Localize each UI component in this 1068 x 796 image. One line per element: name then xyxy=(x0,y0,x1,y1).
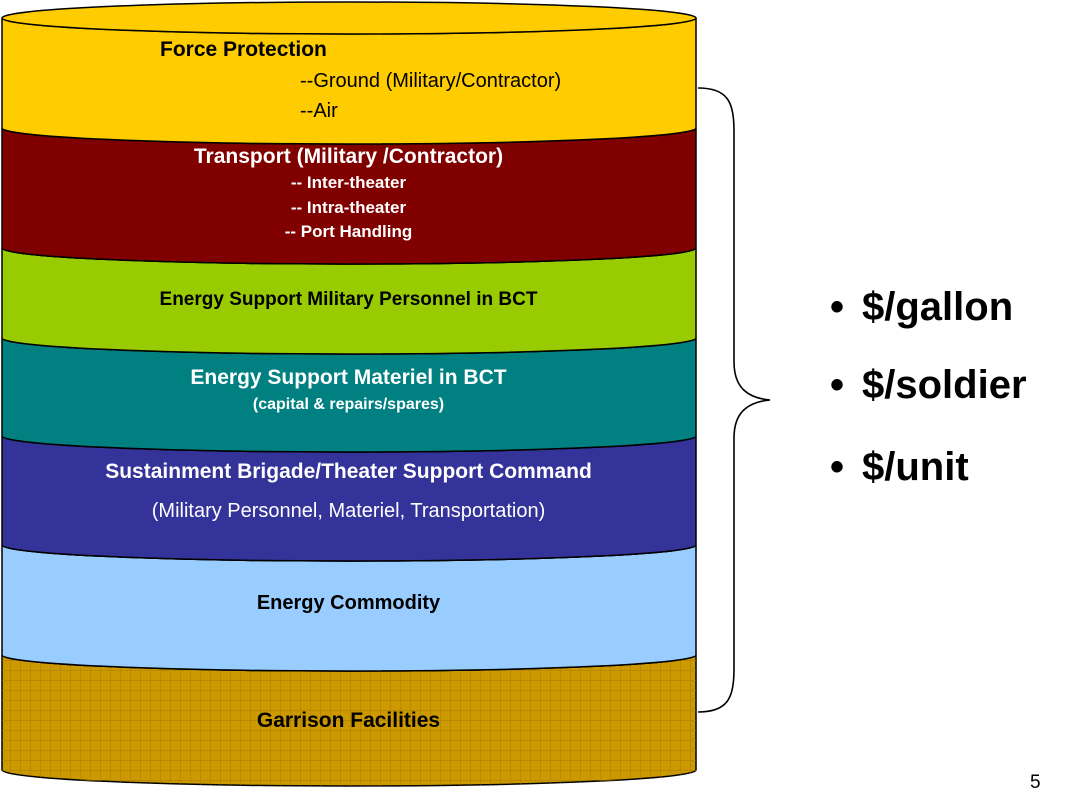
bullet-dot-icon: • xyxy=(830,363,845,407)
energy-commodity-title: Energy Commodity xyxy=(256,592,441,614)
energy-support-materiel-subtitle: (capital & repairs/spares) xyxy=(252,396,445,414)
layer-label-transport: Transport (Military /Contractor) -- Inte… xyxy=(0,145,697,242)
energy-support-materiel-title: Energy Support Materiel in BCT xyxy=(190,366,507,389)
transport-line-intra: -- Intra-theater xyxy=(290,197,407,217)
bullet-dot-icon: • xyxy=(830,445,845,489)
bullet-text-gallon: $/gallon xyxy=(862,285,1014,329)
transport-line-port: -- Port Handling xyxy=(284,222,413,242)
layer-label-garrison: Garrison Facilities xyxy=(0,709,697,733)
page-number: 5 xyxy=(1030,772,1041,793)
layer-label-sustainment: Sustainment Brigade/Theater Support Comm… xyxy=(0,460,697,523)
layer-label-energy-support-personnel: Energy Support Military Personnel in BCT xyxy=(0,289,697,311)
force-protection-line-air: --Air xyxy=(300,100,338,122)
bullet-item: • $/unit xyxy=(830,445,969,490)
bullet-text-unit: $/unit xyxy=(862,445,969,489)
bullet-dot-icon: • xyxy=(830,285,845,329)
bullet-text-soldier: $/soldier xyxy=(862,363,1027,407)
layer-label-energy-commodity: Energy Commodity xyxy=(0,592,697,615)
garrison-title: Garrison Facilities xyxy=(256,709,441,732)
layer-label-energy-support-materiel: Energy Support Materiel in BCT (capital … xyxy=(0,366,697,415)
bullet-item: • $/soldier xyxy=(830,363,1027,408)
curly-brace xyxy=(697,87,771,713)
force-protection-line-ground: --Ground (Military/Contractor) xyxy=(300,70,562,92)
bullet-item: • $/gallon xyxy=(830,285,1013,330)
force-protection-title: Force Protection xyxy=(160,38,327,61)
transport-title: Transport (Military /Contractor) xyxy=(193,145,504,168)
energy-support-personnel-title: Energy Support Military Personnel in BCT xyxy=(159,289,538,310)
layer-force-protection xyxy=(1,1,697,145)
sustainment-subtitle: (Military Personnel, Materiel, Transport… xyxy=(151,500,546,523)
transport-line-inter: -- Inter-theater xyxy=(290,173,407,193)
sustainment-title: Sustainment Brigade/Theater Support Comm… xyxy=(105,460,592,483)
